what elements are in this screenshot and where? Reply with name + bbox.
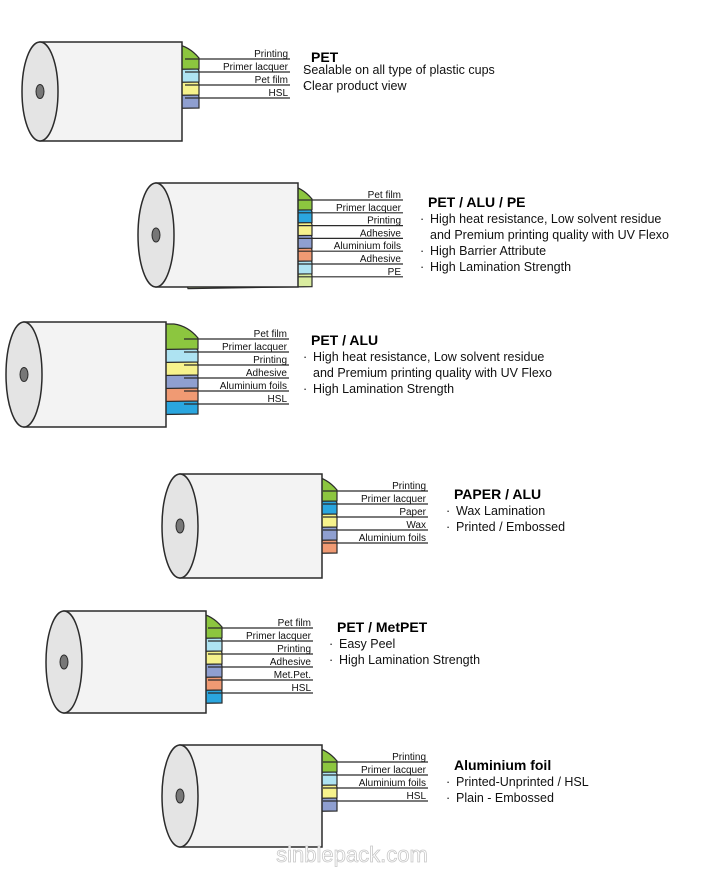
layer-label-pet-film: Pet film	[368, 190, 401, 201]
bullet-mark: ·	[420, 212, 424, 226]
bullet-mark: ·	[303, 382, 307, 396]
bullet-text: High heat resistance, Low solvent residu…	[313, 350, 544, 364]
layer-label-primer-lacquer: Primer lacquer	[246, 631, 312, 642]
roll-core-hole	[151, 227, 161, 243]
layer-label-printing: Printing	[392, 752, 426, 763]
structure-title: PAPER / ALU	[454, 486, 541, 502]
layer-label-printing: Printing	[253, 355, 287, 366]
roll-core-hole	[59, 654, 69, 670]
roll-cylinder	[45, 610, 207, 714]
bullet-mark: ·	[420, 260, 424, 274]
bullet-mark: ·	[303, 63, 307, 77]
roll-cylinder	[21, 41, 183, 142]
roll-cylinder	[137, 182, 299, 288]
layer-label-pe: PE	[388, 267, 402, 278]
layer-label-aluminium-foils: Aluminium foils	[359, 778, 426, 789]
bullet-text: Plain - Embossed	[456, 791, 554, 805]
bullet-text: Printed-Unprinted / HSL	[456, 775, 589, 789]
bullet-mark: ·	[329, 637, 333, 651]
layer-label-adhesive: Adhesive	[360, 228, 402, 239]
roll-cylinder	[5, 321, 167, 428]
layer-label-hsl: HSL	[268, 394, 288, 405]
layer-label-hsl: HSL	[269, 88, 289, 99]
layer-label-met-pet: Met.Pet.	[274, 670, 311, 681]
layer-label-pet-film: Pet film	[278, 618, 311, 629]
structure-title: Aluminium foil	[454, 757, 551, 773]
layer-label-primer-lacquer: Primer lacquer	[223, 62, 289, 73]
roll-core-hole	[175, 518, 185, 534]
bullet-text: High heat resistance, Low solvent residu…	[430, 212, 661, 226]
layer-label-pet-film: Pet film	[254, 329, 287, 340]
structure-title: PET	[311, 49, 339, 65]
layer-label-printing: Printing	[254, 49, 288, 60]
roll-cylinder	[161, 744, 323, 848]
layer-label-aluminium-foils: Aluminium foils	[359, 533, 426, 544]
layer-label-adhesive: Adhesive	[246, 368, 288, 379]
bullet-text: Printed / Embossed	[456, 520, 565, 534]
bullet-text: and Premium printing quality with UV Fle…	[313, 366, 552, 380]
bullet-text: High Lamination Strength	[313, 382, 454, 396]
layer-label-hsl: HSL	[407, 791, 427, 802]
layer-label-adhesive: Adhesive	[270, 657, 312, 668]
layer-label-adhesive: Adhesive	[360, 254, 402, 265]
bullet-text: High Lamination Strength	[430, 260, 571, 274]
bullet-text: and Premium printing quality with UV Fle…	[430, 228, 669, 242]
layer-label-wax: Wax	[406, 520, 426, 531]
layer-label-primer-lacquer: Primer lacquer	[336, 203, 402, 214]
structure-title: PET / MetPET	[337, 619, 428, 635]
bullet-mark: ·	[303, 79, 307, 93]
roll-core-hole	[19, 367, 29, 382]
roll-core-hole	[175, 788, 185, 804]
layer-label-primer-lacquer: Primer lacquer	[361, 765, 427, 776]
roll-core-hole	[35, 84, 45, 99]
structure-title: PET / ALU	[311, 332, 378, 348]
bullet-text: High Barrier Attribute	[430, 244, 546, 258]
roll-cylinder	[161, 473, 323, 579]
layer-label-pet-film: Pet film	[255, 75, 288, 86]
layer-label-printing: Printing	[392, 481, 426, 492]
layer-label-paper: Paper	[399, 507, 426, 518]
bullet-text: Easy Peel	[339, 637, 395, 651]
bullet-mark: ·	[446, 520, 450, 534]
bullet-text: High Lamination Strength	[339, 653, 480, 667]
bullet-mark: ·	[303, 350, 307, 364]
bullet-text: Wax Lamination	[456, 504, 545, 518]
bullet-text: Sealable on all type of plastic cups	[303, 63, 495, 77]
bullet-mark: ·	[446, 791, 450, 805]
structure-title: PET / ALU / PE	[428, 194, 526, 210]
layer-label-aluminium-foils: Aluminium foils	[334, 241, 401, 252]
layer-label-printing: Printing	[277, 644, 311, 655]
layer-label-aluminium-foils: Aluminium foils	[220, 381, 287, 392]
layer-label-primer-lacquer: Primer lacquer	[222, 342, 288, 353]
bullet-text: Clear product view	[303, 79, 407, 93]
bullet-mark: ·	[446, 504, 450, 518]
bullet-mark: ·	[446, 775, 450, 789]
bullet-mark: ·	[420, 244, 424, 258]
layer-label-hsl: HSL	[292, 683, 312, 694]
bullet-mark: ·	[329, 653, 333, 667]
layer-label-printing: Printing	[367, 216, 401, 227]
watermark: sinblepack.com	[276, 842, 428, 867]
layer-label-primer-lacquer: Primer lacquer	[361, 494, 427, 505]
